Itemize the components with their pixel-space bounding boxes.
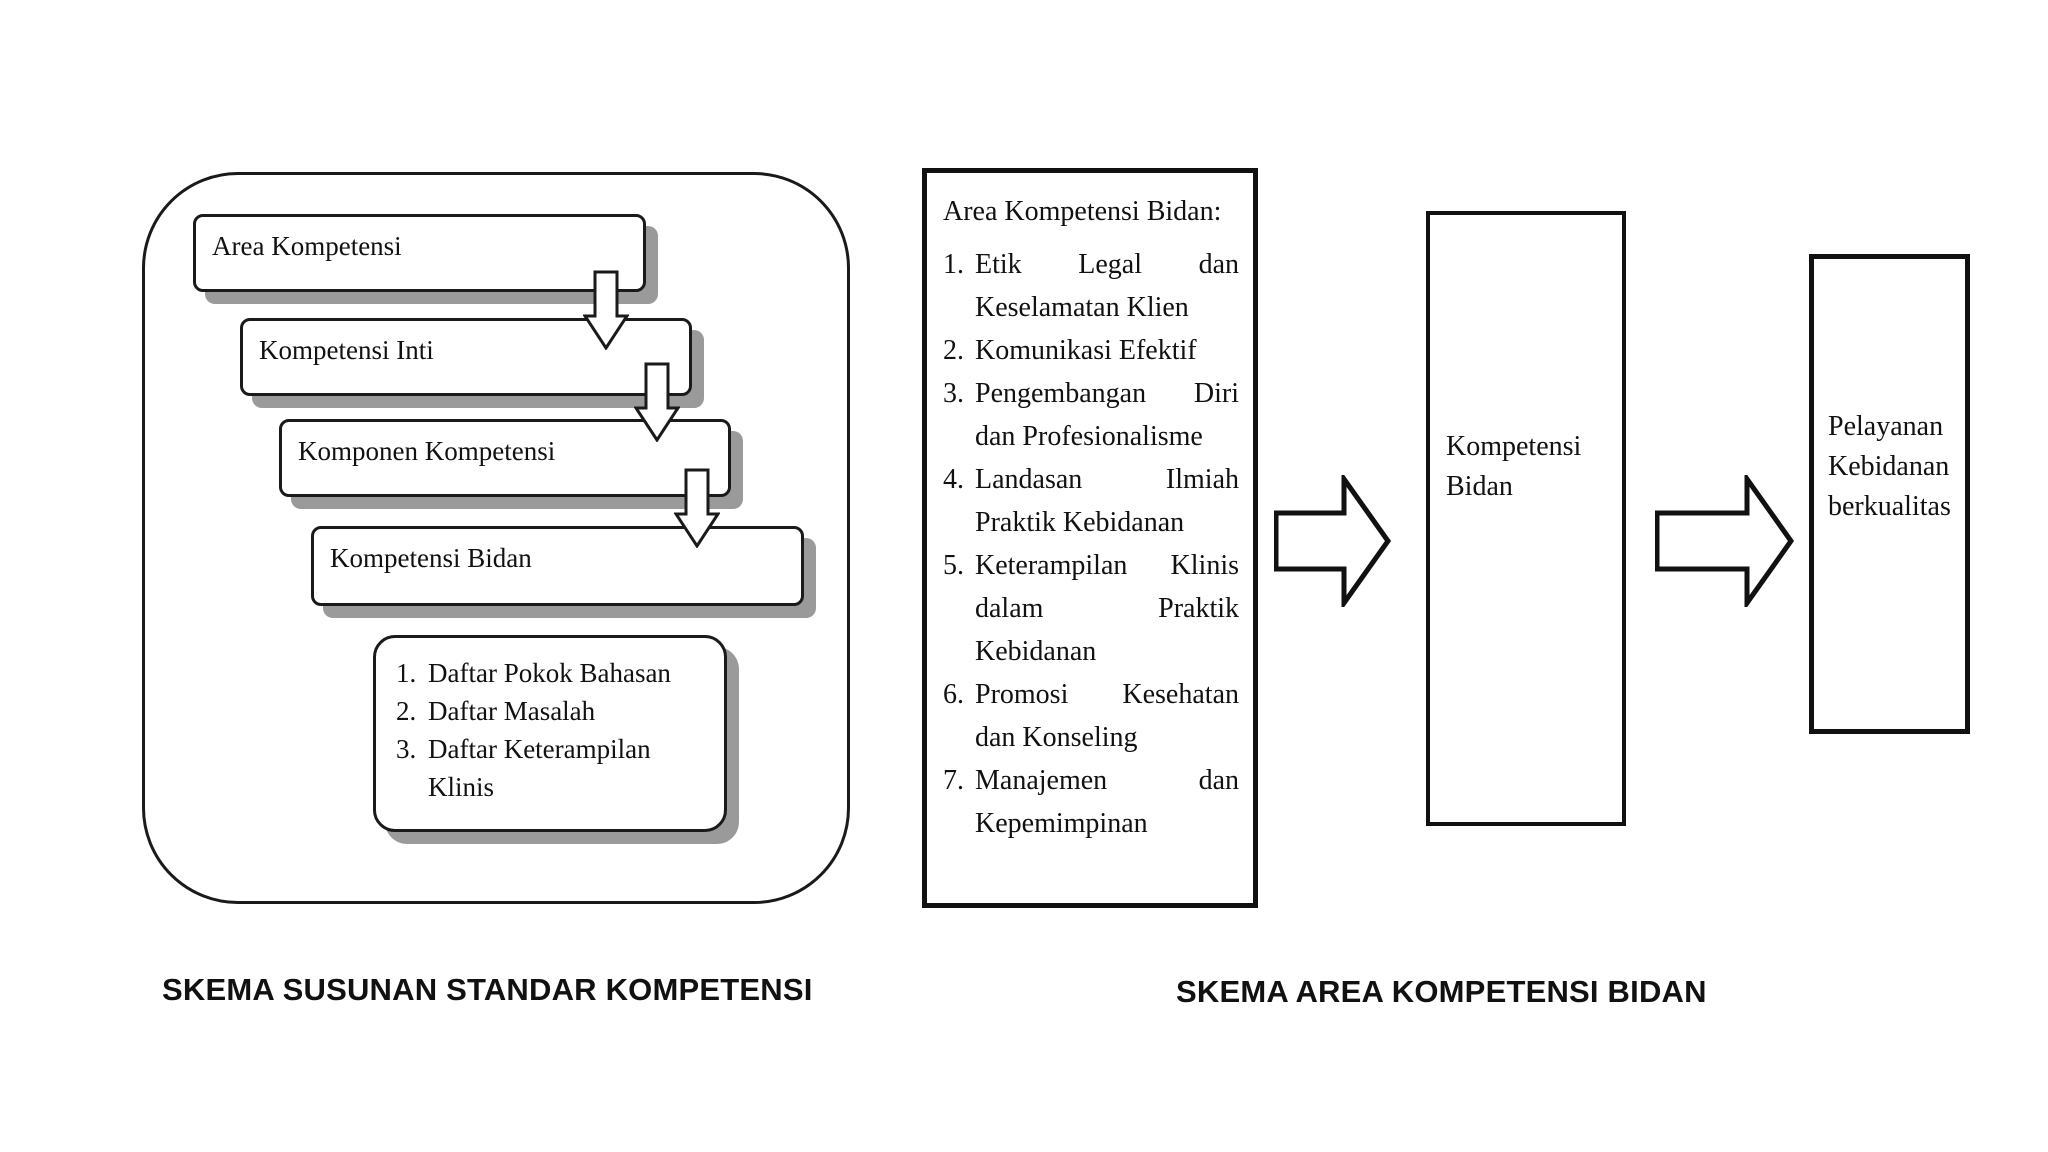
- step-komponen-kompetensi: Komponen Kompetensi: [279, 419, 731, 497]
- step-label: Kompetensi Bidan: [330, 543, 532, 573]
- topic-list-box: 1. Daftar Pokok Bahasan 2. Daftar Masala…: [373, 635, 727, 832]
- left-scheme-frame: [142, 172, 850, 904]
- service-box: Pelayanan Kebidanan berkualitas: [1809, 254, 1970, 734]
- list-item: 3. Daftar Keterampilan Klinis: [396, 730, 710, 806]
- step-label: Kompetensi Inti: [259, 335, 434, 365]
- list-number: 4.: [943, 464, 964, 495]
- list-text: Keterampilan Klinis dalam Praktik Kebida…: [975, 550, 1239, 667]
- list-number: 1.: [396, 658, 417, 688]
- topic-list: 1. Daftar Pokok Bahasan 2. Daftar Masala…: [396, 654, 710, 806]
- list-item: 2. Komunikasi Efektif: [943, 329, 1239, 372]
- list-text: Manajemen dan Kepemimpinan: [975, 765, 1239, 839]
- list-text: Promosi Kesehatan dan Konseling: [975, 679, 1239, 753]
- list-number: 3.: [943, 378, 964, 409]
- list-item: 1. Etik Legal dan Keselamatan Klien: [943, 243, 1239, 329]
- list-number: 5.: [943, 550, 964, 581]
- right-arrow-icon: [1274, 475, 1392, 607]
- list-text: Landasan Ilmiah Praktik Kebidanan: [975, 464, 1239, 538]
- caption-right: SKEMA AREA KOMPETENSI BIDAN: [1176, 974, 1707, 1009]
- step-area-kompetensi: Area Kompetensi: [193, 214, 646, 292]
- list-text: Pengembangan Diri dan Profesionalisme: [975, 378, 1239, 452]
- list-text: Daftar Keterampilan Klinis: [428, 734, 651, 802]
- list-item: 2. Daftar Masalah: [396, 692, 710, 730]
- down-arrow-icon: [674, 468, 720, 548]
- list-text: Komunikasi Efektif: [975, 335, 1197, 366]
- list-number: 3.: [396, 734, 417, 764]
- down-arrow-icon: [634, 362, 680, 442]
- list-number: 2.: [943, 335, 964, 366]
- area-competency-box: Area Kompetensi Bidan: 1. Etik Legal dan…: [922, 168, 1258, 908]
- right-arrow-icon: [1655, 475, 1795, 607]
- list-number: 2.: [396, 696, 417, 726]
- list-number: 1.: [943, 249, 964, 280]
- list-number: 7.: [943, 765, 964, 796]
- area-list: 1. Etik Legal dan Keselamatan Klien 2. K…: [943, 243, 1239, 845]
- list-item: 4. Landasan Ilmiah Praktik Kebidanan: [943, 458, 1239, 544]
- caption-left: SKEMA SUSUNAN STANDAR KOMPETENSI: [162, 972, 813, 1007]
- list-item: 5. Keterampilan Klinis dalam Praktik Keb…: [943, 544, 1239, 673]
- competency-box: Kompetensi Bidan: [1426, 211, 1626, 826]
- list-text: Daftar Pokok Bahasan: [428, 658, 671, 688]
- down-arrow-icon: [583, 270, 629, 350]
- step-label: Komponen Kompetensi: [298, 436, 556, 466]
- list-text: Etik Legal dan Keselamatan Klien: [975, 249, 1239, 323]
- list-item: 1. Daftar Pokok Bahasan: [396, 654, 710, 692]
- list-item: 6. Promosi Kesehatan dan Konseling: [943, 673, 1239, 759]
- list-item: 3. Pengembangan Diri dan Profesionalisme: [943, 372, 1239, 458]
- step-label: Area Kompetensi: [212, 231, 402, 261]
- list-number: 6.: [943, 679, 964, 710]
- area-title: Area Kompetensi Bidan:: [943, 196, 1222, 227]
- list-text: Daftar Masalah: [428, 696, 596, 726]
- step-kompetensi-bidan: Kompetensi Bidan: [311, 526, 804, 606]
- list-item: 7. Manajemen dan Kepemimpinan: [943, 759, 1239, 845]
